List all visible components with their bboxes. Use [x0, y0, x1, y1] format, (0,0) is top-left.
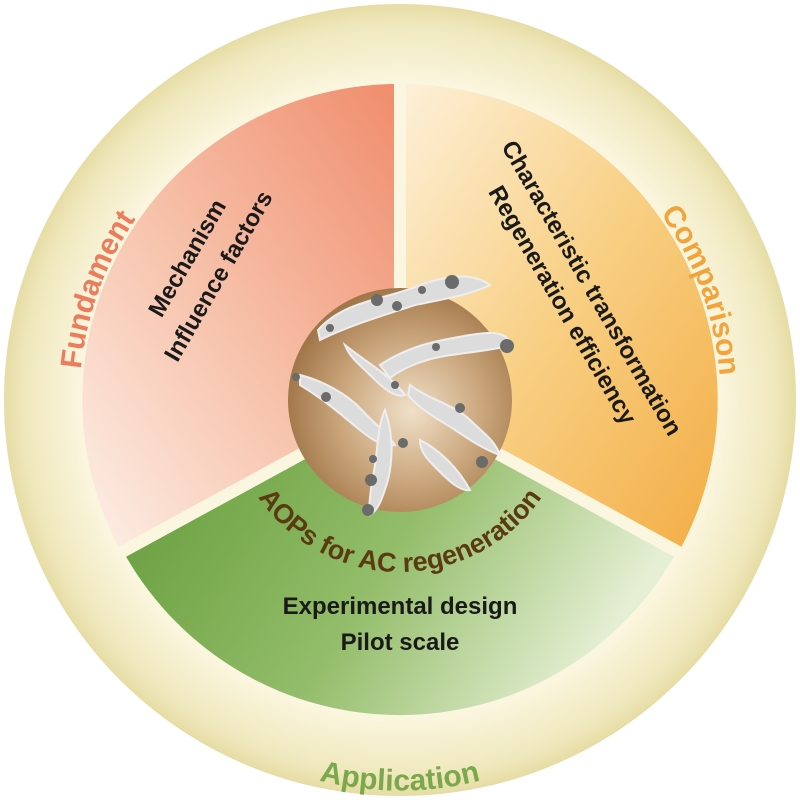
sector-fundament — [82, 84, 394, 547]
sector-comparison — [406, 84, 718, 547]
application-item-experimental-design: Experimental design — [283, 593, 518, 620]
application-item-pilot-scale: Pilot scale — [341, 629, 460, 656]
particle-dots — [292, 275, 514, 516]
sector-application — [126, 454, 674, 716]
